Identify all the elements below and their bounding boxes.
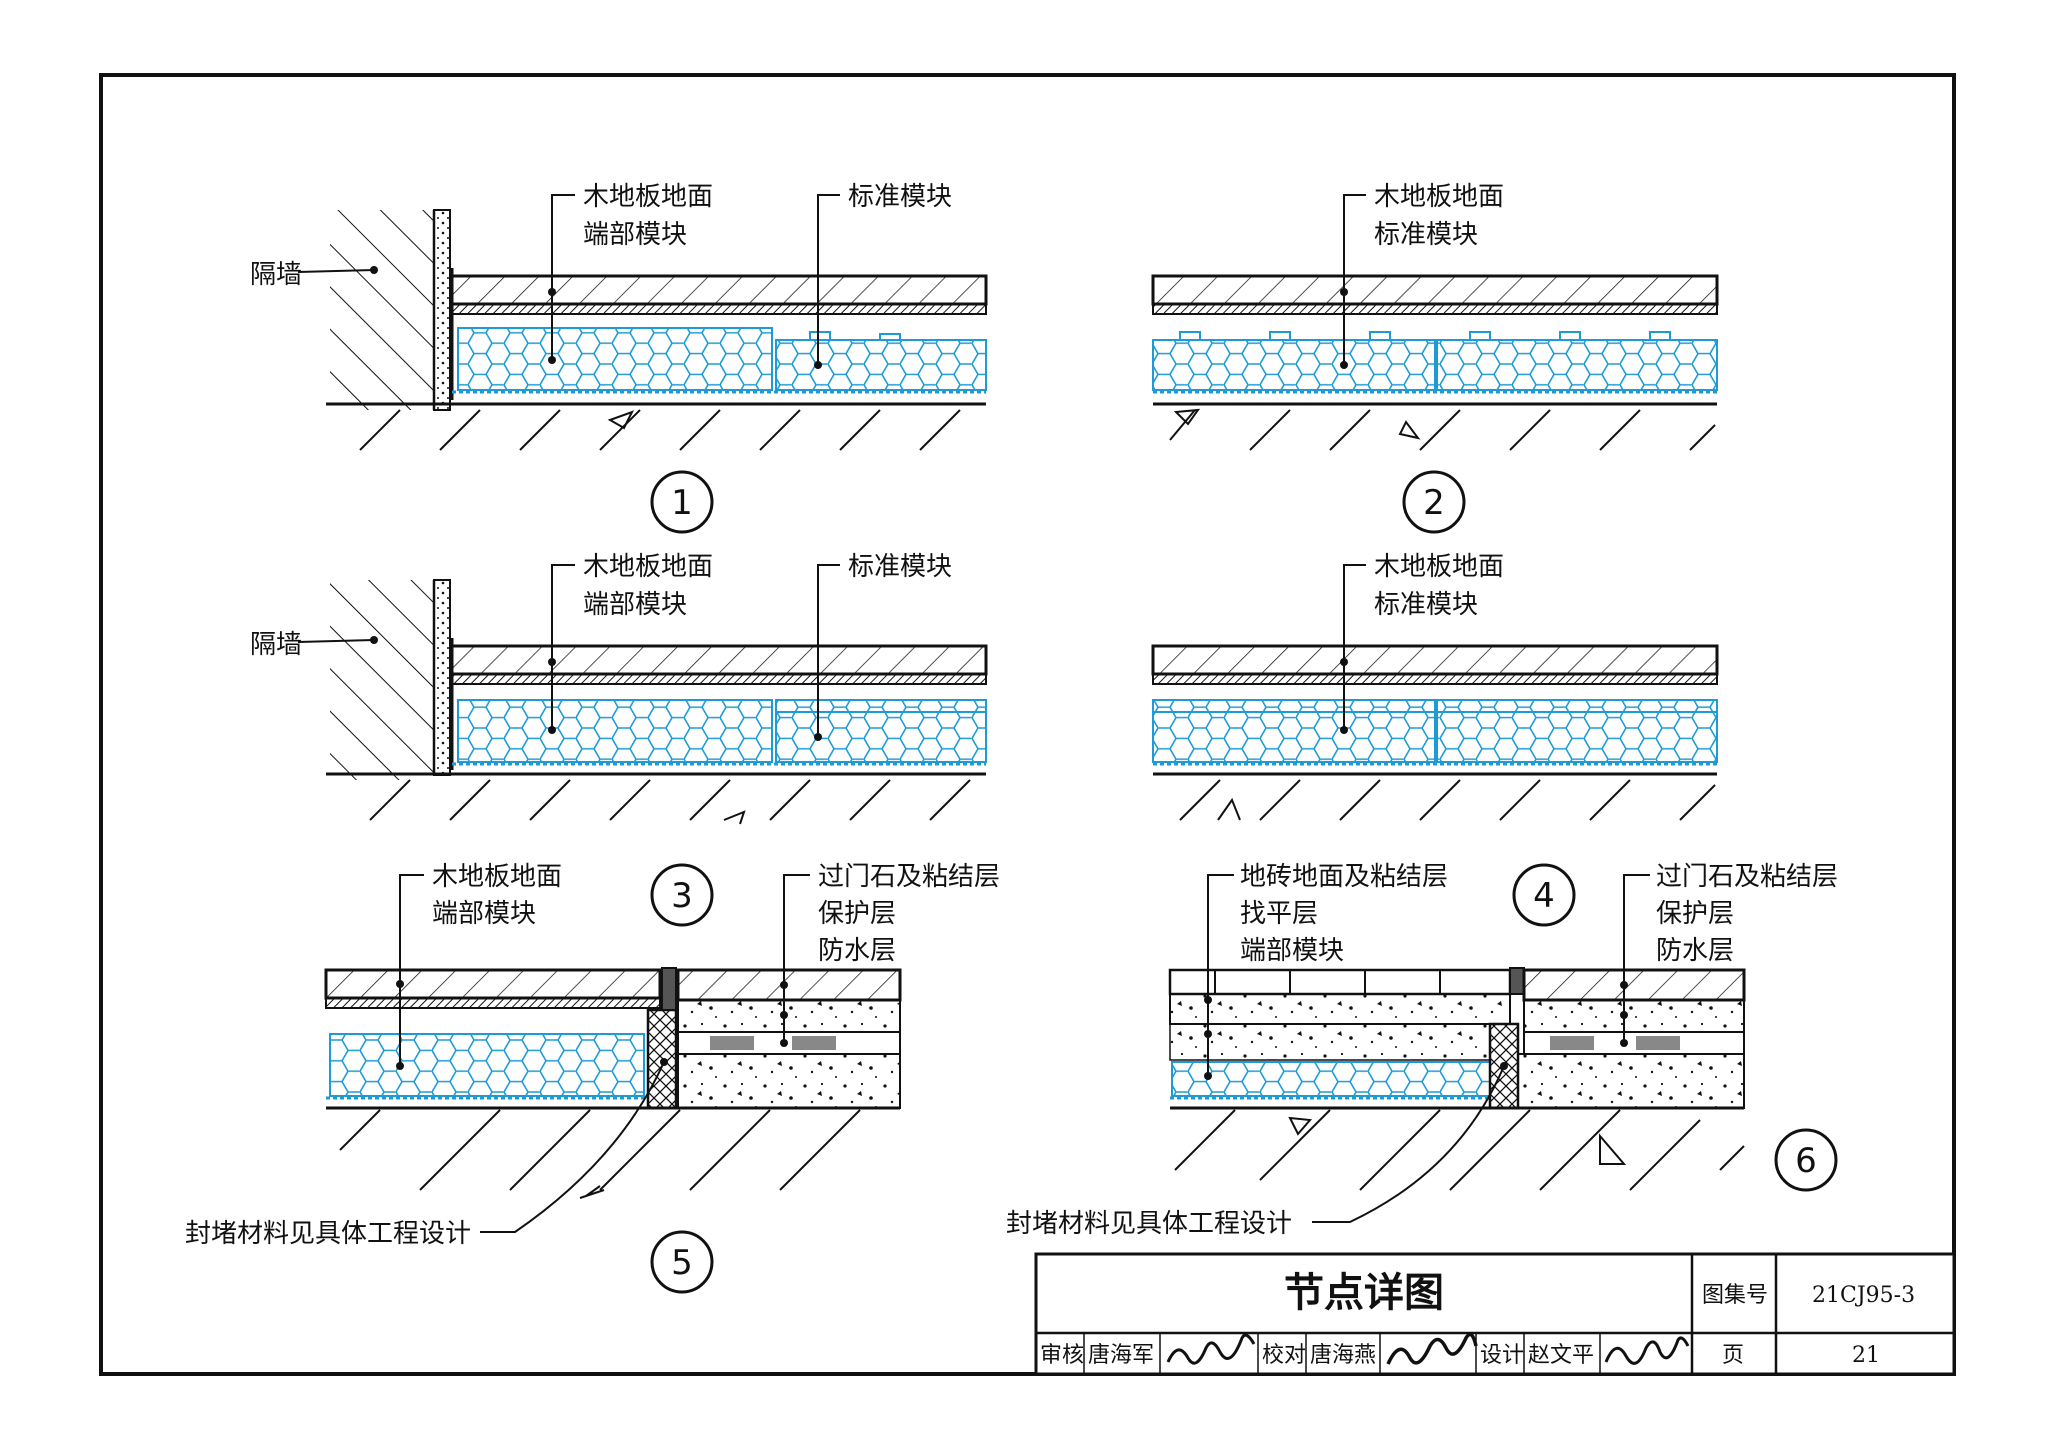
page-label: 页 xyxy=(1722,1343,1744,1368)
review-label: 审核 xyxy=(1040,1343,1084,1368)
threshold-stone xyxy=(676,968,902,1002)
detail-3: 木地板地面 端部模块 标准模块 隔墙 3 xyxy=(250,552,988,927)
label-standard-module: 标准模块 xyxy=(848,182,952,212)
end-module xyxy=(457,327,773,391)
detail-number: 5 xyxy=(671,1243,693,1283)
designer-signature xyxy=(1604,1336,1690,1365)
wood-floor-layer xyxy=(324,968,662,1000)
protective-layer xyxy=(1523,999,1745,1033)
wood-floor-layer xyxy=(450,274,988,306)
label-protective-layer: 保护层 xyxy=(818,899,896,929)
label-wood-floor: 木地板地面 xyxy=(583,182,713,212)
wall-plaster xyxy=(433,579,451,776)
label-leveling-layer: 找平层 xyxy=(1240,899,1318,929)
end-module xyxy=(457,699,773,763)
detail-number: 6 xyxy=(1795,1141,1817,1181)
label-partition-wall: 隔墙 xyxy=(250,630,302,660)
label-wood-floor: 木地板地面 xyxy=(432,862,562,892)
standard-module xyxy=(1436,699,1718,763)
design-label: 设计 xyxy=(1480,1343,1524,1368)
end-module xyxy=(1171,1061,1491,1097)
page-number: 21 xyxy=(1852,1343,1880,1368)
wall-plaster xyxy=(433,209,451,411)
detail-number-marker xyxy=(650,863,714,927)
detail-number: 2 xyxy=(1423,483,1445,523)
label-wood-floor: 木地板地面 xyxy=(583,552,713,582)
label-wood-floor: 木地板地面 xyxy=(1374,182,1504,212)
detail-number-marker xyxy=(1774,1128,1838,1192)
detail-5: 木地板地面 端部模块 过门石及粘结层 保护层 防水层 封堵材料见具体工程设计 5 xyxy=(185,862,1000,1294)
detail-4: 木地板地面 标准模块 4 xyxy=(1151,552,1719,927)
title-block: 节点详图 图集号 21CJ95-3 页 21 审核 唐海军 校对 唐海燕 设计 … xyxy=(1034,1252,1956,1376)
label-end-module: 端部模块 xyxy=(583,590,687,620)
detail-number: 1 xyxy=(671,483,693,523)
wood-floor-layer xyxy=(1151,274,1719,306)
label-threshold: 过门石及粘结层 xyxy=(818,862,1000,892)
checker-name: 唐海燕 xyxy=(1310,1343,1376,1368)
label-end-module: 端部模块 xyxy=(583,220,687,250)
label-waterproof-layer: 防水层 xyxy=(818,936,896,966)
check-label: 校对 xyxy=(1262,1343,1306,1368)
label-standard-module: 标准模块 xyxy=(848,552,952,582)
standard-module xyxy=(775,339,987,391)
detail-6: 地砖地面及粘结层 找平层 端部模块 过门石及粘结层 保护层 防水层 封堵材料见具… xyxy=(1006,862,1838,1239)
tile-floor xyxy=(1168,968,1512,996)
label-protective-layer: 保护层 xyxy=(1656,899,1734,929)
detail-number-marker xyxy=(650,470,714,534)
sheet-border xyxy=(99,73,1956,1376)
threshold-stone xyxy=(1522,968,1746,1002)
label-tile-floor: 地砖地面及粘结层 xyxy=(1240,862,1448,892)
atlas-number: 21CJ95-3 xyxy=(1812,1283,1915,1308)
label-partition-wall: 隔墙 xyxy=(250,260,302,290)
label-end-module: 端部模块 xyxy=(1240,936,1344,966)
detail-1: 木地板地面 端部模块 标准模块 隔墙 1 xyxy=(250,182,988,534)
label-sealing: 封堵材料见具体工程设计 xyxy=(185,1219,471,1249)
label-waterproof-layer: 防水层 xyxy=(1656,936,1734,966)
detail-number-marker xyxy=(1512,863,1576,927)
reviewer-signature xyxy=(1166,1333,1256,1365)
label-end-module: 端部模块 xyxy=(432,899,536,929)
detail-2: 木地板地面 标准模块 2 xyxy=(1151,182,1719,534)
label-standard-module: 标准模块 xyxy=(1374,220,1478,250)
protective-layer xyxy=(677,999,901,1033)
detail-number: 4 xyxy=(1533,876,1555,916)
standard-module xyxy=(1152,699,1436,763)
drawing-title: 节点详图 xyxy=(1284,1270,1444,1316)
leveling-layer xyxy=(1169,993,1511,1025)
detail-number-marker xyxy=(650,1230,714,1294)
label-sealing: 封堵材料见具体工程设计 xyxy=(1006,1209,1292,1239)
designer-name: 赵文平 xyxy=(1528,1343,1594,1368)
reviewer-name: 唐海军 xyxy=(1088,1343,1154,1368)
label-wood-floor: 木地板地面 xyxy=(1374,552,1504,582)
standard-module xyxy=(775,699,987,763)
wood-floor-layer xyxy=(1151,644,1719,676)
label-standard-module: 标准模块 xyxy=(1374,590,1478,620)
wood-floor-layer xyxy=(450,644,988,676)
atlas-label: 图集号 xyxy=(1702,1283,1768,1308)
checker-signature xyxy=(1386,1332,1478,1365)
standard-module xyxy=(1436,339,1718,391)
end-module xyxy=(329,1033,645,1097)
detail-number-marker xyxy=(1402,470,1466,534)
standard-module xyxy=(1152,339,1436,391)
label-threshold: 过门石及粘结层 xyxy=(1656,862,1838,892)
detail-number: 3 xyxy=(671,876,693,916)
